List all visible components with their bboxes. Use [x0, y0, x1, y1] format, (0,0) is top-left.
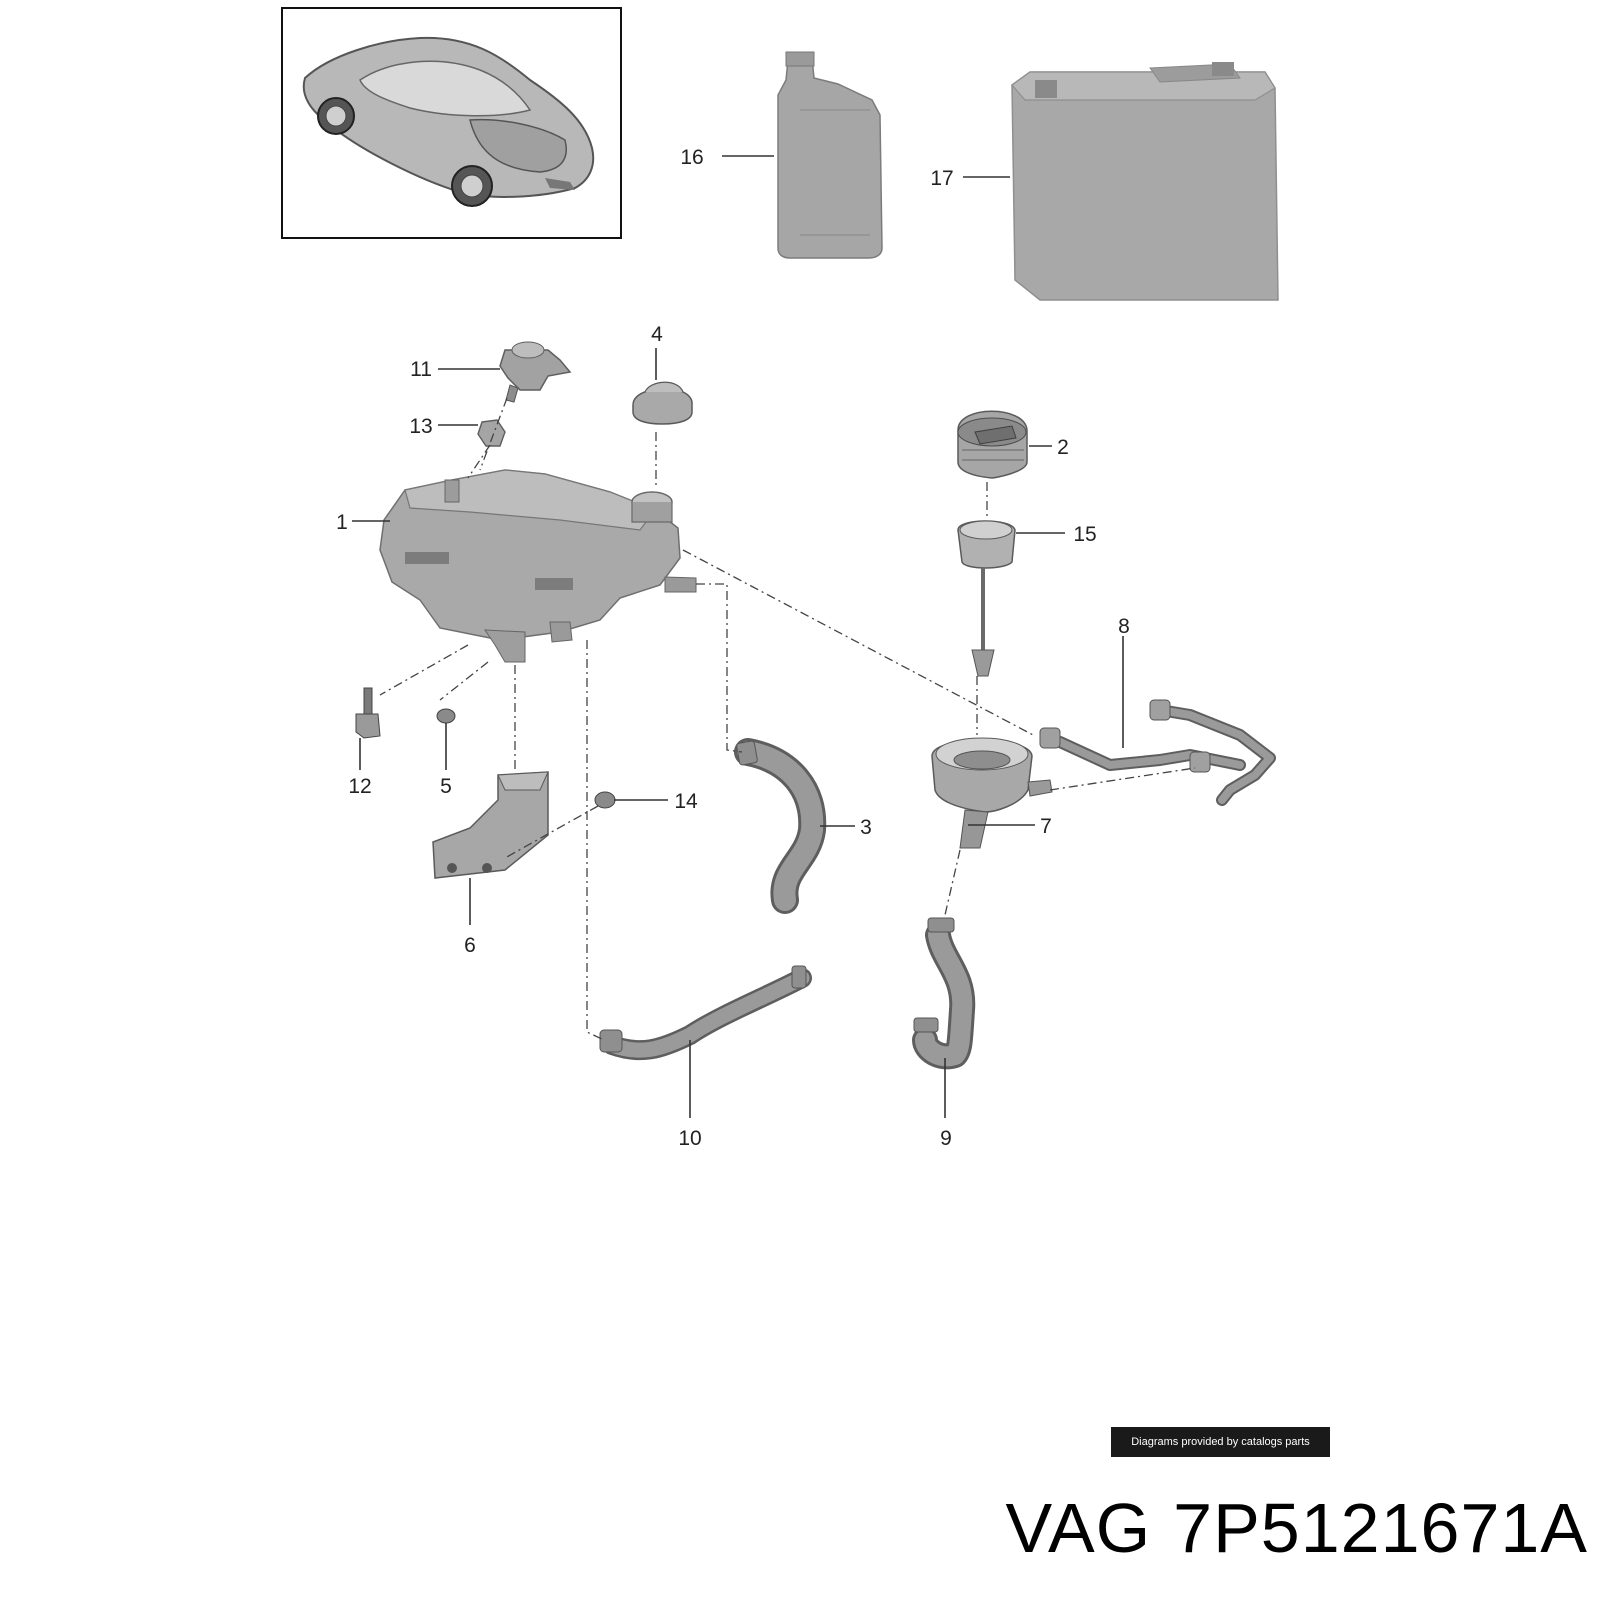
valve — [499, 341, 572, 403]
callout-12: 12 — [348, 775, 371, 798]
callout-10: 10 — [678, 1127, 701, 1150]
callout-6: 6 — [464, 934, 476, 957]
coolant-canister — [1011, 62, 1279, 301]
bracket — [432, 771, 549, 879]
assembly-lines — [379, 397, 1196, 1041]
hose — [912, 917, 976, 1070]
coolant-bottle — [777, 51, 883, 259]
callout-17: 17 — [930, 167, 953, 190]
callout-7: 7 — [1040, 815, 1052, 838]
vent-line — [1039, 699, 1276, 806]
vehicle-thumbnail — [281, 7, 622, 239]
expansion-tank — [379, 469, 697, 663]
callout-14: 14 — [674, 790, 698, 813]
part-title: VAG 7P5121671A — [1006, 1488, 1588, 1568]
insert — [957, 520, 1016, 677]
grommet — [436, 708, 456, 724]
car-illustration — [302, 36, 595, 207]
leader-lines — [352, 155, 1124, 1118]
callout-labels: 16 17 11 13 4 2 15 1 8 12 5 14 3 7 6 10 … — [336, 146, 1130, 1150]
callout-8: 8 — [1118, 615, 1130, 638]
hose — [599, 965, 812, 1061]
callout-3: 3 — [860, 816, 872, 839]
brand-label: VAG — [1005, 1489, 1152, 1567]
part-number: 7P5121671A — [1173, 1489, 1588, 1567]
hose — [734, 738, 827, 914]
level-sensor — [355, 687, 381, 739]
callout-13: 13 — [409, 415, 432, 438]
callout-4: 4 — [651, 323, 663, 346]
callout-1: 1 — [336, 511, 348, 534]
callout-9: 9 — [940, 1127, 952, 1150]
callout-15: 15 — [1073, 523, 1096, 546]
callout-11: 11 — [410, 358, 432, 381]
tank-cap — [632, 381, 693, 425]
callout-16: 16 — [680, 146, 703, 169]
callout-5: 5 — [440, 775, 452, 798]
credit-badge: Diagrams provided by catalogs parts — [1111, 1427, 1330, 1457]
filler-neck — [931, 737, 1053, 849]
grommet — [594, 791, 616, 809]
callout-2: 2 — [1057, 436, 1069, 459]
filler-cap — [957, 410, 1028, 479]
connector — [477, 419, 506, 447]
